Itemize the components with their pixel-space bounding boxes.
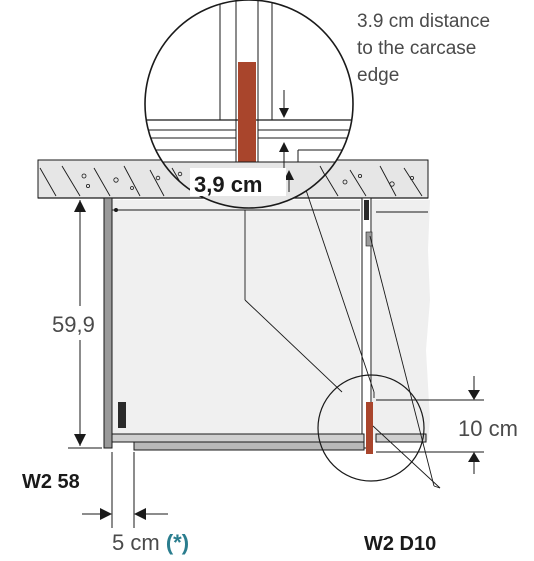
height-dimension xyxy=(68,197,102,449)
five-cm-label: 5 cm (*) xyxy=(112,530,189,555)
five-cm-value: 5 cm xyxy=(112,530,160,555)
left-hinge-block xyxy=(118,402,126,428)
detail-circle-small xyxy=(317,374,425,482)
bottom-shelf xyxy=(111,433,365,443)
ten-cm-label: 10 cm xyxy=(458,416,518,441)
callout-line-1: 3.9 cm distance xyxy=(357,11,491,32)
five-cm-dimension xyxy=(82,452,168,528)
inset-distance-label: 3,9 cm xyxy=(194,172,263,197)
left-carcase-panel xyxy=(103,197,113,449)
callout-line-3: edge xyxy=(357,65,400,86)
left-code-label: W2 58 xyxy=(22,471,80,493)
red-strip-small xyxy=(366,402,373,454)
callout-line-2: to the carcase xyxy=(357,38,477,59)
height-label: 59,9 xyxy=(52,312,95,337)
red-strip-large xyxy=(238,62,256,164)
front-plinth xyxy=(133,441,365,451)
right-code-label: W2 D10 xyxy=(364,533,436,555)
magnifier-detail: 3,9 cm xyxy=(144,0,354,209)
side-panel-shade xyxy=(372,200,430,440)
asterisk-note: (*) xyxy=(166,530,189,555)
cabinet-interior xyxy=(112,200,360,434)
callout-note: 3.9 cm distance to the carcase edge xyxy=(357,8,532,89)
